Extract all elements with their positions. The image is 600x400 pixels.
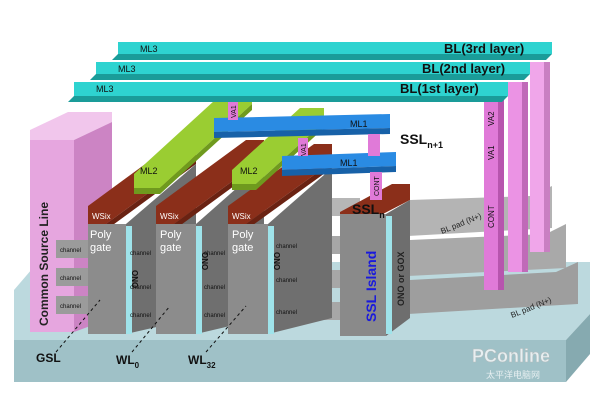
channel-label: channel (130, 313, 151, 319)
poly-label-1: Poly (90, 229, 112, 241)
ml3-label-1: ML3 (140, 44, 158, 54)
labels: ML3 ML3 ML3 BL(3rd layer) BL(2nd layer) … (36, 41, 524, 370)
bl1-label: BL(1st layer) (400, 81, 479, 96)
leader-lines (55, 299, 247, 353)
ml1-bar (282, 152, 396, 170)
bit-lines (68, 42, 552, 102)
ono-label-3: ONO (272, 252, 281, 270)
wl32-leader (205, 305, 247, 353)
via-cont (370, 172, 382, 200)
channel-label: channel (276, 278, 297, 284)
watermark: PConline 太平洋电脑网 (472, 346, 551, 380)
ml1-lines (214, 114, 396, 176)
ssl-island-label: SSL Island (363, 251, 379, 322)
bl-contact-3 (530, 62, 544, 252)
cont-label-2: CONT (487, 205, 496, 228)
via-va1 (298, 138, 308, 156)
poly-label-2: Poly (160, 229, 182, 241)
channel-strip (56, 268, 90, 286)
va2-label: VA2 (487, 111, 496, 126)
va1-label-2: VA1 (301, 143, 308, 156)
via (368, 134, 380, 156)
bl-2nd-layer (96, 62, 530, 74)
watermark-subtext: 太平洋电脑网 (486, 369, 540, 380)
channel-label: channel (60, 304, 81, 310)
channel-label: channel (130, 285, 151, 291)
ml1-label-2: ML1 (340, 158, 358, 168)
channel-label: channel (60, 276, 81, 282)
bl-contact-1 (484, 100, 498, 290)
va1-label-3: VA1 (487, 145, 496, 160)
substrate-front (14, 340, 566, 382)
via-va1 (228, 100, 238, 120)
common-source-line-label: Common Source Line (37, 202, 51, 326)
gate-label-1: gate (90, 242, 111, 254)
ml2-bar (134, 90, 252, 188)
channel-label: channel (276, 310, 297, 316)
ssl-island: SSL Island ONO or GOX (340, 184, 410, 336)
bl-1st-layer (74, 82, 508, 96)
ml1-bar (214, 114, 390, 132)
bl3-label: BL(3rd layer) (444, 41, 524, 56)
channel-strip (56, 296, 90, 314)
channel-strip (56, 240, 90, 258)
gsl-leader (55, 299, 101, 353)
channel-label: channel (204, 313, 225, 319)
cont-label-1: CONT (374, 175, 381, 196)
ono-gox-label: ONO or GOX (396, 251, 406, 306)
bl-3rd-layer (118, 42, 552, 54)
poly-label-3: Poly (232, 229, 254, 241)
ml3-label-3: ML3 (96, 84, 114, 94)
ssl-n-label: SSLn (352, 201, 385, 220)
wl0-leader (131, 305, 171, 353)
ml1-label-1: ML1 (350, 119, 368, 129)
ml2-label-1: ML2 (140, 166, 158, 176)
ono-label-2: ONO (200, 252, 209, 270)
va1-label-1: VA1 (231, 105, 238, 118)
ml3-label-2: ML3 (118, 64, 136, 74)
wsix-label-2: WSix (160, 212, 179, 221)
channel-label: channel (204, 285, 225, 291)
wsix-label-1: WSix (92, 212, 111, 221)
ml2-label-2: ML2 (240, 166, 258, 176)
gsl-label: GSL (36, 351, 61, 365)
gate-label-2: gate (160, 242, 181, 254)
channel-label: channel (204, 251, 225, 257)
wsix-label-3: WSix (232, 212, 251, 221)
channel-label: channel (60, 248, 81, 254)
substrate-side (566, 314, 590, 382)
channel-label: channel (276, 244, 297, 250)
bl2-label: BL(2nd layer) (422, 61, 505, 76)
wl0-label: WL0 (116, 353, 140, 370)
watermark-text: PConline (472, 346, 550, 366)
wl32-label: WL32 (188, 353, 216, 370)
ssl-n1-label: SSLn+1 (400, 131, 443, 150)
vias (228, 62, 550, 290)
gate-label-3: gate (232, 242, 253, 254)
bl-contact-2 (508, 82, 522, 272)
channel-label: channel (130, 251, 151, 257)
ono-label-1: ONO (130, 270, 139, 288)
